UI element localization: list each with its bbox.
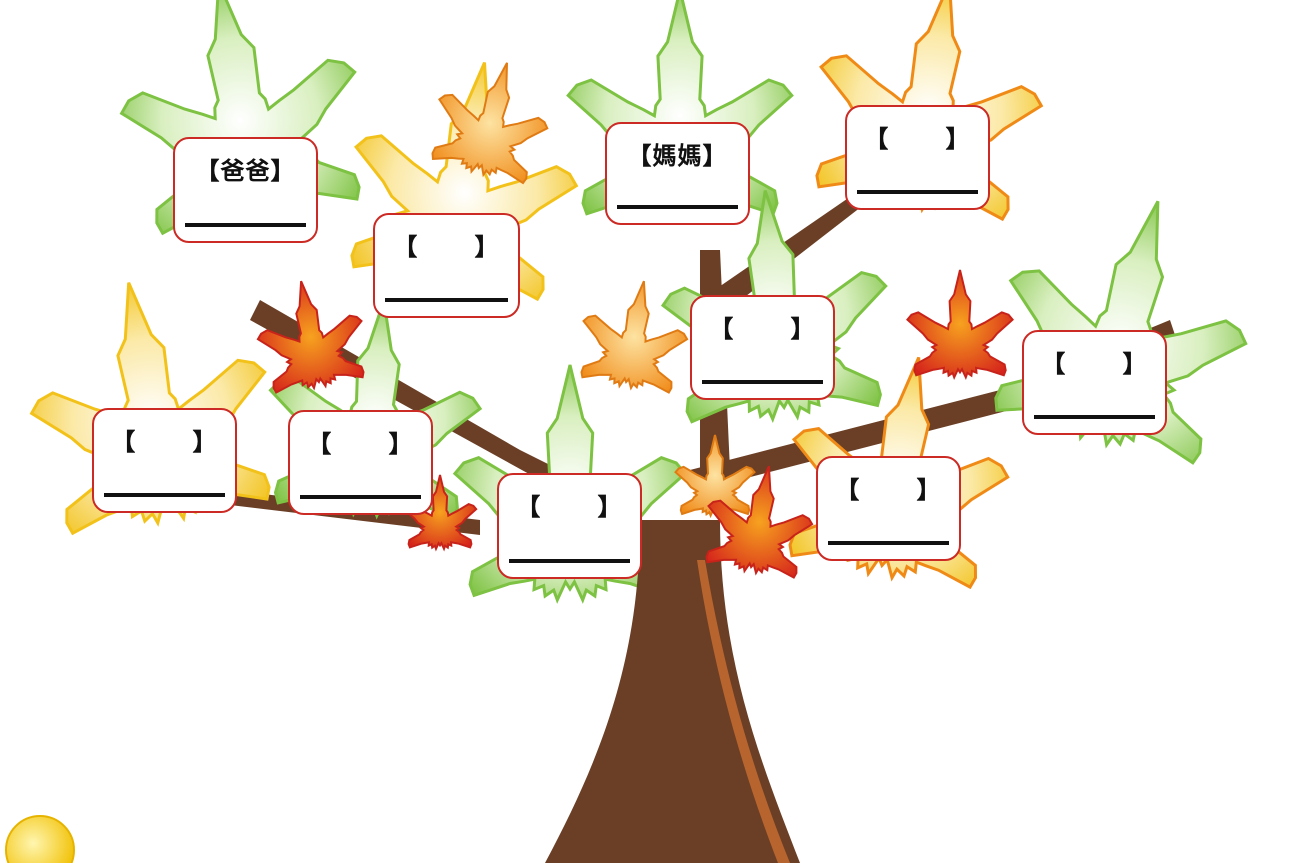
card-top-right-underline <box>857 190 978 194</box>
maple-leaf-icon <box>580 280 689 394</box>
card-dad[interactable]: 【爸爸】 <box>173 137 318 243</box>
card-mom-label: 【媽媽】 <box>627 142 728 170</box>
card-right-label: 【 】 <box>1041 350 1148 378</box>
card-left-label: 【 】 <box>111 428 218 456</box>
card-bottom-right[interactable]: 【 】 <box>816 456 961 561</box>
card-left[interactable]: 【 】 <box>92 408 237 513</box>
tree-trunk <box>545 520 800 863</box>
card-left-center[interactable]: 【 】 <box>288 410 433 515</box>
card-center-label: 【 】 <box>709 315 816 343</box>
card-left-underline <box>104 493 225 497</box>
card-mom-underline <box>617 205 738 209</box>
card-right-underline <box>1034 415 1155 419</box>
accent-maple-leaves <box>256 62 1014 579</box>
sun-icon <box>5 815 75 863</box>
card-bottom-center[interactable]: 【 】 <box>497 473 642 579</box>
maple-leaf-icon <box>906 269 1014 381</box>
maple-leaf-icon <box>705 465 814 579</box>
card-upper-left-center[interactable]: 【 】 <box>373 213 520 318</box>
card-left-center-label: 【 】 <box>307 430 414 458</box>
card-top-right-label: 【 】 <box>864 125 971 153</box>
card-dad-underline <box>185 223 306 227</box>
card-top-right[interactable]: 【 】 <box>845 105 990 210</box>
card-bottom-right-label: 【 】 <box>835 476 942 504</box>
card-bottom-center-label: 【 】 <box>516 493 623 521</box>
card-upper-left-center-underline <box>385 298 508 302</box>
maple-leaf-icon <box>431 62 549 185</box>
card-bottom-right-underline <box>828 541 949 545</box>
card-mom[interactable]: 【媽媽】 <box>605 122 750 225</box>
card-center-underline <box>702 380 823 384</box>
card-dad-label: 【爸爸】 <box>195 157 296 185</box>
card-upper-left-center-label: 【 】 <box>393 233 500 261</box>
maple-leaf-icon <box>256 280 365 394</box>
card-right[interactable]: 【 】 <box>1022 330 1167 435</box>
card-left-center-underline <box>300 495 421 499</box>
card-bottom-center-underline <box>509 559 630 563</box>
card-center[interactable]: 【 】 <box>690 295 835 400</box>
